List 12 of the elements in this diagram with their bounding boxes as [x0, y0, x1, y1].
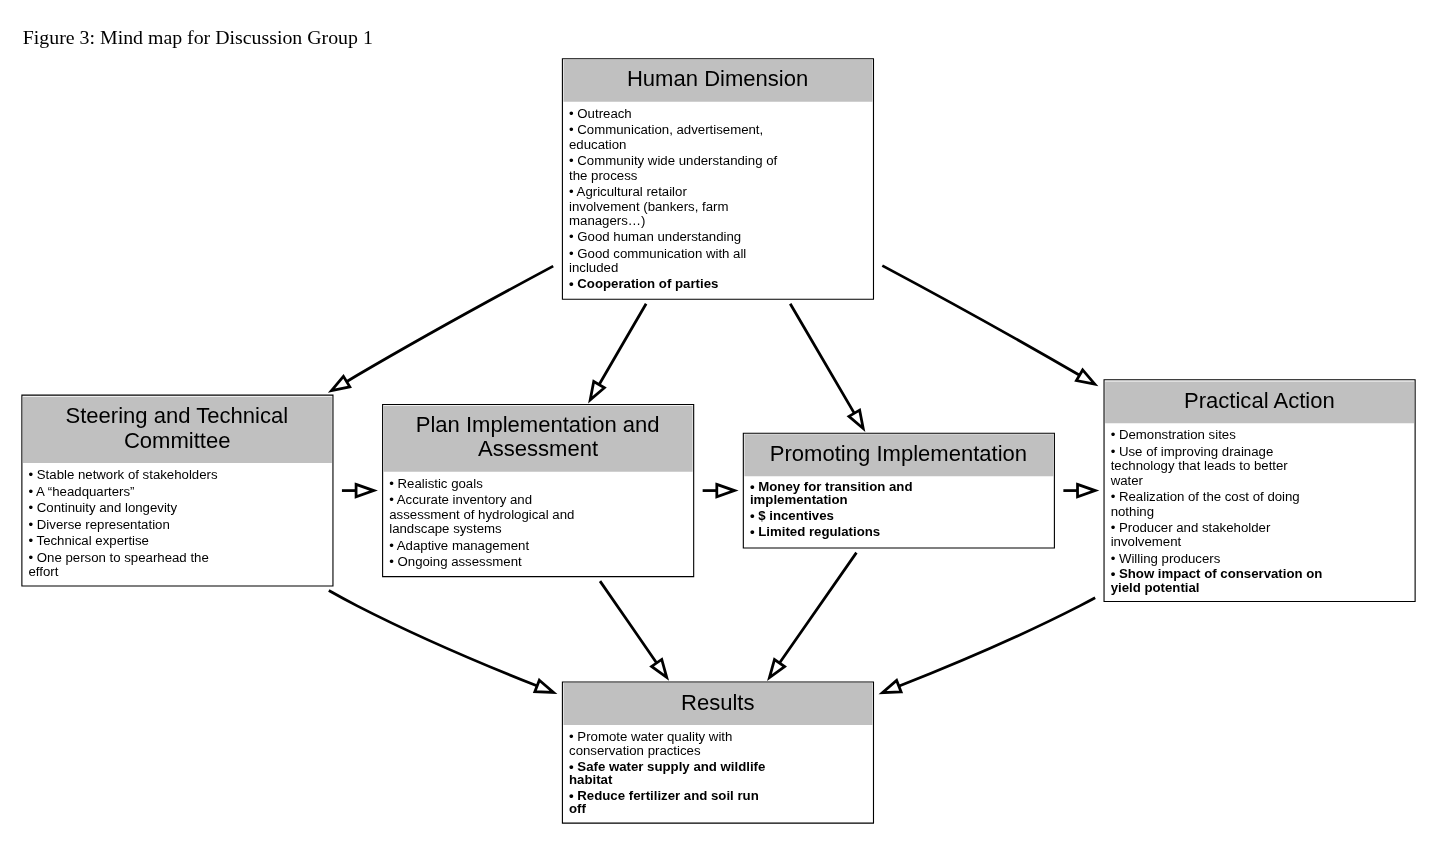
arrow [341, 481, 378, 499]
arrow [767, 551, 858, 681]
arrow [328, 588, 558, 694]
arrow [327, 264, 554, 393]
diagram-title: Figure 3: Mind map for Discussion Group 1 [22, 25, 373, 48]
arrow [789, 302, 866, 432]
arrow [881, 263, 1099, 386]
arrow [598, 579, 670, 681]
arrow [588, 302, 648, 403]
arrow [1063, 481, 1100, 499]
arrow [702, 481, 739, 499]
arrow [878, 596, 1096, 694]
